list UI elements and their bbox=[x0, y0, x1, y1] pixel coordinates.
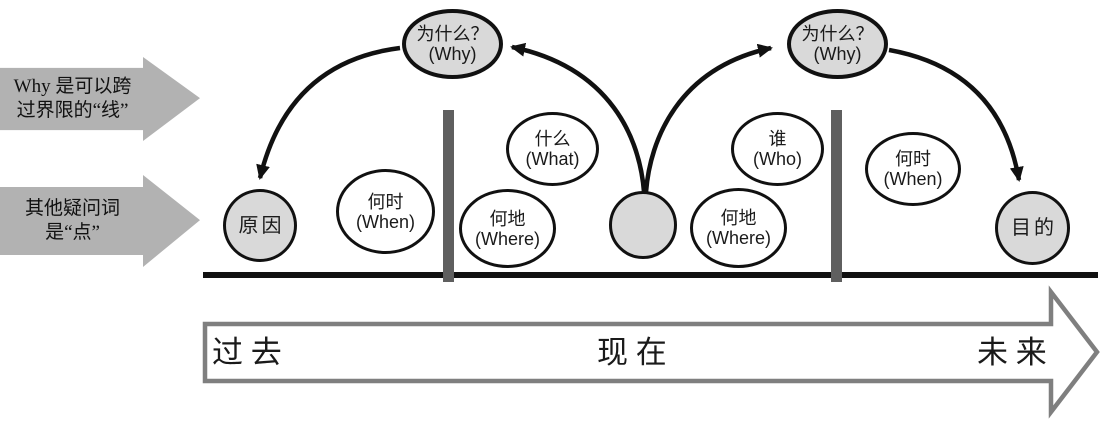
timeline-label-future: 未 来 bbox=[977, 335, 1047, 370]
bubble-where-left-en: (Where) bbox=[474, 228, 540, 249]
timeline-arrow bbox=[202, 285, 1100, 419]
bubble-what-zh: 什么 bbox=[534, 129, 571, 149]
bubble-who: 谁 (Who) bbox=[731, 112, 824, 186]
bubble-present-dot bbox=[609, 191, 677, 259]
arrow-why-right-to-purpose bbox=[888, 47, 1024, 182]
bubble-why-right-en: (Why) bbox=[813, 44, 862, 64]
bubble-when-left: 何时 (When) bbox=[336, 169, 435, 254]
bubble-why-left-zh: 为什么？ bbox=[416, 24, 489, 44]
arrow-present-to-why-left bbox=[510, 42, 647, 193]
bubble-cause-zh: 原因 bbox=[238, 214, 285, 237]
bubble-where-right-en: (Where) bbox=[705, 228, 771, 248]
divider-present-future bbox=[831, 110, 842, 282]
bubble-where-right-zh: 何地 bbox=[720, 208, 757, 228]
bubble-why-right: 为什么？ (Why) bbox=[787, 9, 888, 79]
arrow-why-left-to-cause bbox=[256, 45, 401, 180]
label-other-point-line2: 是“点” bbox=[45, 222, 100, 243]
bubble-where-left-zh: 何地 bbox=[489, 208, 526, 229]
bubble-cause: 原因 bbox=[223, 189, 297, 262]
bubble-what: 什么 (What) bbox=[506, 112, 599, 186]
bubble-why-left-en: (Why) bbox=[428, 44, 477, 64]
timeline-label-past: 过 去 bbox=[212, 335, 282, 370]
label-why-line-line2: 过界限的“线” bbox=[16, 100, 129, 121]
bubble-purpose: 目的 bbox=[995, 191, 1070, 265]
bubble-where-right: 何地 (Where) bbox=[690, 188, 787, 268]
label-why-line-line1: Why 是可以跨 bbox=[13, 76, 132, 97]
bubble-who-zh: 谁 bbox=[768, 129, 787, 149]
bubble-what-en: (What) bbox=[525, 149, 580, 169]
bubble-purpose-zh: 目的 bbox=[1011, 217, 1057, 239]
label-why-line-text: Why 是可以跨 过界限的“线” bbox=[0, 75, 145, 123]
label-other-point-line1: 其他疑问词 bbox=[24, 198, 120, 219]
bubble-where-left: 何地 (Where) bbox=[459, 189, 556, 268]
bubble-when-left-zh: 何时 bbox=[367, 191, 404, 212]
timeline-label-present: 现 在 bbox=[597, 335, 667, 370]
bubble-why-left: 为什么？ (Why) bbox=[402, 9, 503, 79]
bubble-who-en: (Who) bbox=[753, 149, 802, 169]
label-other-point-text: 其他疑问词 是“点” bbox=[0, 197, 145, 245]
bubble-when-left-en: (When) bbox=[355, 211, 415, 232]
bubble-when-right-en: (When) bbox=[883, 169, 943, 189]
bubble-when-right-zh: 何时 bbox=[895, 149, 931, 169]
bubble-when-right: 何时 (When) bbox=[865, 132, 961, 206]
divider-past-present bbox=[443, 110, 454, 282]
arrow-present-to-why-right bbox=[643, 43, 773, 193]
bubble-why-right-zh: 为什么？ bbox=[801, 24, 874, 44]
